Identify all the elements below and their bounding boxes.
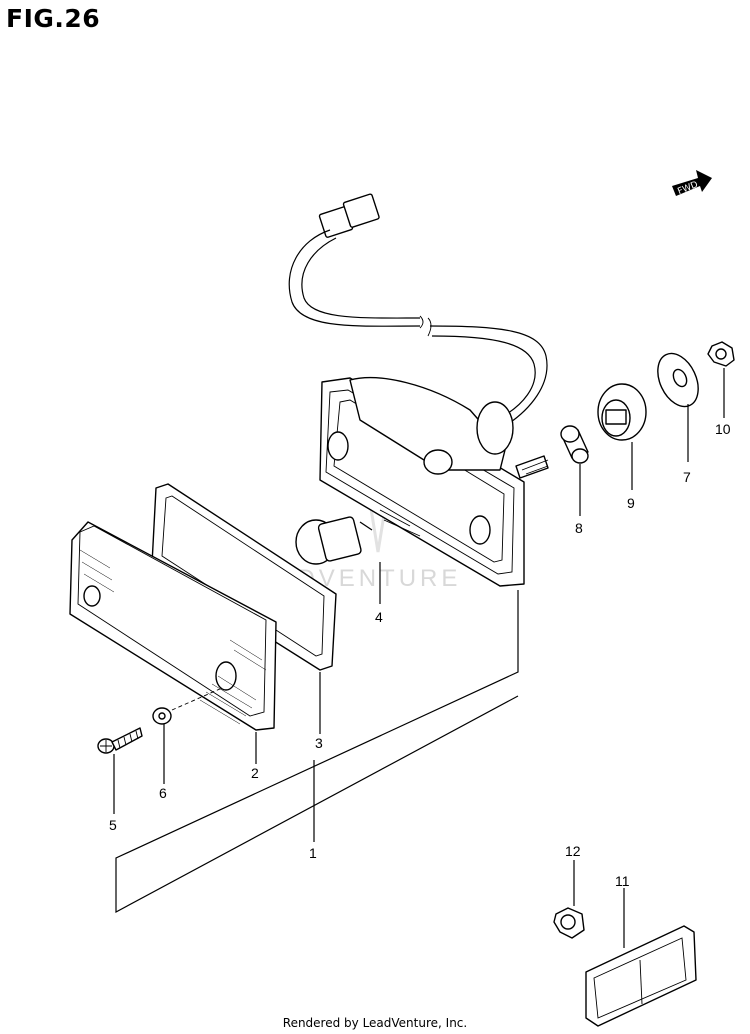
nut-part-10 bbox=[707, 341, 735, 367]
washer-part-6 bbox=[152, 687, 223, 725]
callouts: 1 2 3 4 5 6 7 8 9 10 11 12 bbox=[109, 421, 731, 889]
lamp-housing bbox=[319, 377, 549, 587]
callout-9: 9 bbox=[627, 495, 635, 511]
footer-credit: Rendered by LeadVenture, Inc. bbox=[282, 1016, 468, 1030]
bulb-part-4 bbox=[295, 516, 373, 565]
callout-5: 5 bbox=[109, 817, 117, 833]
wire-harness bbox=[288, 193, 548, 427]
callout-6: 6 bbox=[159, 785, 167, 801]
lens-hatching bbox=[79, 549, 267, 725]
reflector-part-11 bbox=[585, 925, 697, 1027]
callout-2: 2 bbox=[251, 765, 259, 781]
callout-4: 4 bbox=[375, 609, 383, 625]
callout-11: 11 bbox=[615, 873, 630, 889]
fwd-arrow-icon: FWD bbox=[672, 170, 712, 197]
fwd-label: FWD bbox=[676, 180, 699, 197]
figure-title: FIG.26 bbox=[6, 4, 101, 33]
lens-part-2 bbox=[69, 521, 277, 731]
grommet-part-9 bbox=[597, 383, 647, 441]
callout-10: 10 bbox=[715, 421, 731, 437]
callout-1: 1 bbox=[309, 845, 317, 861]
collar-part-8 bbox=[560, 425, 589, 464]
screw-part-5 bbox=[97, 727, 143, 754]
callout-7: 7 bbox=[683, 469, 691, 485]
nut-part-12 bbox=[553, 907, 585, 939]
callout-12: 12 bbox=[565, 843, 581, 859]
washer-part-7 bbox=[657, 352, 699, 408]
leader-lines bbox=[113, 368, 725, 948]
callout-3: 3 bbox=[315, 735, 323, 751]
callout-8: 8 bbox=[575, 520, 583, 536]
